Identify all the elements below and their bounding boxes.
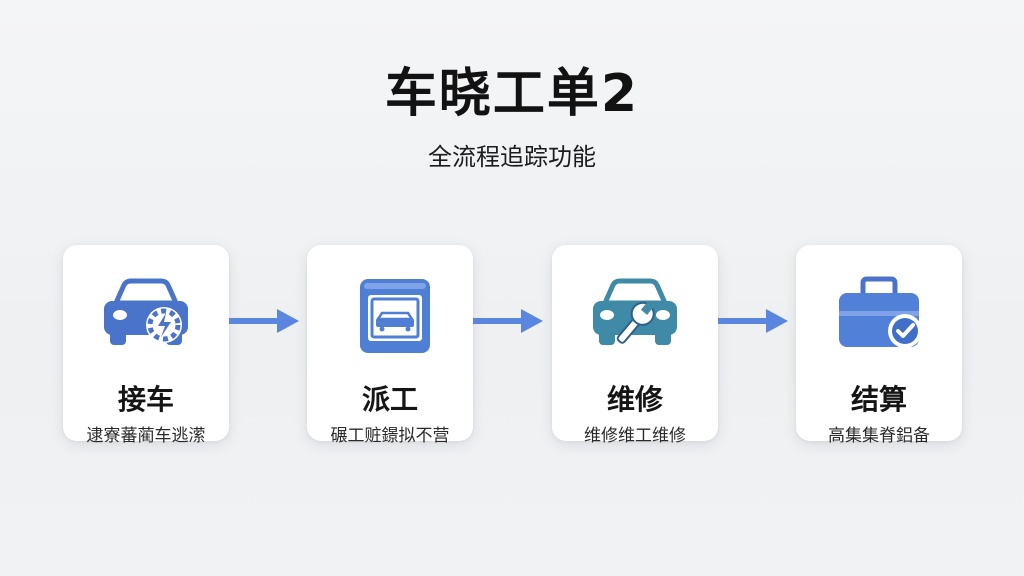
step-description: 逮寮蕃蔺车逃潆 — [86, 426, 206, 446]
step-card-repair: 维修 维修维工维修 — [552, 245, 718, 446]
step-card-reception: 接车 逮寮蕃蔺车逃潆 — [63, 245, 229, 446]
step-label: 维修 — [606, 383, 663, 416]
arrow-right-icon — [718, 306, 790, 336]
page-subtitle: 全流程追踪功能 — [428, 143, 596, 171]
step-card-settlement: 结算 高集集脊鋁备 — [796, 245, 962, 446]
step-label: 接车 — [117, 383, 174, 416]
step-card-dispatch: 派工 碾工赃鐛拟不营 — [307, 245, 473, 446]
step-label: 派工 — [361, 383, 418, 416]
step-description: 维修维工维修 — [584, 426, 686, 446]
page-title: 车晓工单2 — [384, 64, 640, 124]
arrow-right-icon — [229, 306, 301, 336]
briefcase-check-icon — [829, 273, 929, 355]
work-order-screen-icon — [340, 273, 440, 355]
car-wrench-icon — [585, 273, 685, 355]
car-repair-icon — [96, 273, 196, 355]
step-description: 高集集脊鋁备 — [828, 426, 930, 446]
arrow-right-icon — [473, 306, 545, 336]
step-description: 碾工赃鐛拟不营 — [330, 426, 450, 446]
step-label: 结算 — [850, 383, 907, 416]
